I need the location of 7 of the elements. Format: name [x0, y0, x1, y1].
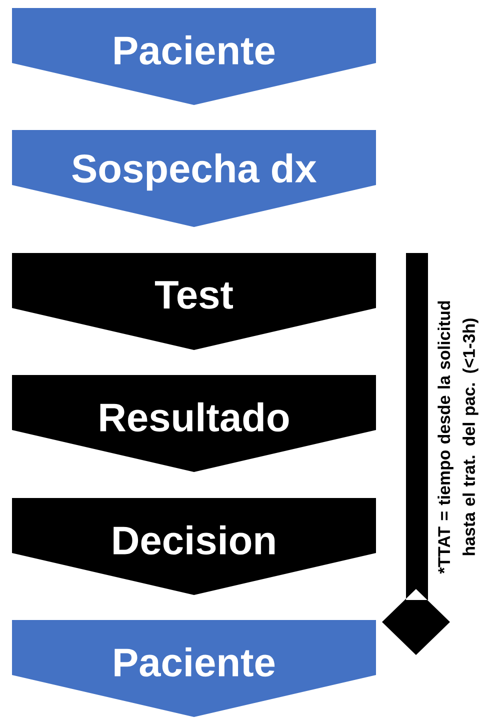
chevron-box: Sospecha dx	[12, 130, 376, 227]
chevron-box: Paciente	[12, 620, 376, 717]
chevron-box: Resultado	[12, 375, 376, 472]
chevron-box: Test	[12, 253, 376, 350]
note-text: *TTAT = tiempo desde la solicitud hasta el trat. del pac. (<1-3h)	[438, 301, 478, 574]
chevron-box: Decision	[12, 498, 376, 595]
chevron-box: Paciente	[12, 8, 376, 105]
